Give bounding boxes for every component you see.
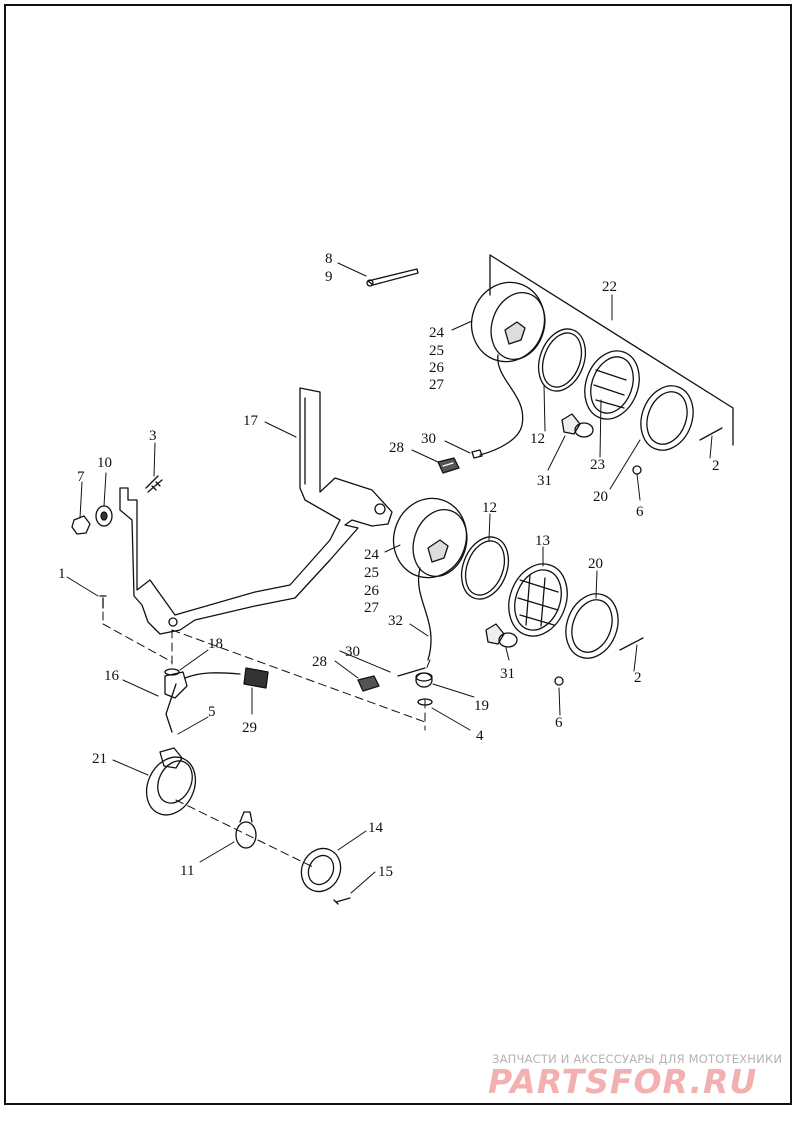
- upper-lamp-housing: [470, 281, 546, 459]
- callout-30: 30: [345, 644, 360, 660]
- upper-seal-ring: [537, 328, 587, 392]
- assembly-centerlines: [102, 611, 431, 869]
- upper-trim-ring: [640, 385, 694, 451]
- callout-24: 24: [364, 547, 380, 563]
- callout-2: 2: [712, 458, 720, 474]
- callout-10: 10: [97, 455, 112, 471]
- callout-5: 5: [208, 704, 216, 720]
- callout-31: 31: [500, 666, 515, 682]
- callout-30: 30: [421, 431, 436, 447]
- marker-lamp-connector: [243, 667, 269, 689]
- marker-lamp-socket: [164, 671, 241, 733]
- lower-seal-ring: [460, 536, 510, 600]
- callout-28: 28: [389, 440, 404, 456]
- callout-29: 29: [242, 720, 257, 736]
- callout-21: 21: [92, 751, 107, 767]
- drawing-frame: [4, 4, 792, 1105]
- marker-bulb: [235, 811, 257, 849]
- callout-28: 28: [312, 654, 327, 670]
- callout-13: 13: [535, 533, 550, 549]
- callout-17: 17: [243, 413, 259, 429]
- stud: [145, 475, 163, 493]
- callout-26: 26: [429, 360, 445, 376]
- marker-screw: [333, 897, 351, 905]
- callout-2: 2: [634, 670, 642, 686]
- callout-20: 20: [593, 489, 608, 505]
- spacer: [95, 505, 113, 527]
- grommet: [415, 672, 433, 688]
- mounting-bracket: [119, 387, 393, 635]
- watermark-tagline: ЗАПЧАСТИ И АКСЕССУАРЫ ДЛЯ МОТОТЕХНИКИ: [492, 1052, 783, 1066]
- callout-11: 11: [180, 863, 194, 879]
- callout-27: 27: [429, 377, 445, 393]
- marker-lamp-housing: [145, 747, 197, 816]
- bolt: [99, 595, 107, 609]
- callout-27: 27: [364, 600, 380, 616]
- marker-lens: [300, 847, 342, 893]
- lower-connector: [357, 675, 380, 692]
- lower-bulb: [485, 623, 518, 648]
- upper-lens: [584, 350, 640, 420]
- callout-24: 24: [429, 325, 445, 341]
- callout-31: 31: [537, 473, 552, 489]
- callout-25: 25: [429, 343, 444, 359]
- callout-labels: 8 9 22 24 25 26 27 17 3 28 30 12 2 10 7 …: [58, 251, 720, 880]
- callout-19: 19: [474, 698, 489, 714]
- callout-23: 23: [590, 457, 605, 473]
- watermark-logo: PARTSFOR.RU: [488, 1062, 758, 1101]
- callout-14: 14: [368, 820, 384, 836]
- lock-washer: [164, 668, 180, 676]
- callout-4: 4: [476, 728, 484, 744]
- callout-8: 8: [325, 251, 333, 267]
- lower-screw: [619, 637, 644, 651]
- lower-lamp-housing: [392, 497, 468, 661]
- lower-nut: [554, 676, 564, 686]
- callout-7: 7: [77, 469, 85, 485]
- callout-16: 16: [104, 668, 120, 684]
- leader-lines: [66, 262, 713, 894]
- callout-32: 32: [388, 613, 403, 629]
- callout-1: 1: [58, 566, 66, 582]
- cotter-pin: [366, 268, 419, 287]
- callout-9: 9: [325, 269, 333, 285]
- callout-12: 12: [530, 431, 545, 447]
- lower-trim-ring: [565, 593, 619, 659]
- callout-20: 20: [588, 556, 603, 572]
- callout-6: 6: [555, 715, 563, 731]
- upper-bulb: [561, 413, 594, 438]
- lower-sealed-beam: [508, 563, 568, 637]
- upper-nut: [632, 465, 642, 475]
- callout-12: 12: [482, 500, 497, 516]
- callout-6: 6: [636, 504, 644, 520]
- callout-15: 15: [378, 864, 393, 880]
- callout-18: 18: [208, 636, 223, 652]
- upper-connector: [437, 457, 460, 474]
- upper-screw: [699, 427, 723, 441]
- callout-25: 25: [364, 565, 379, 581]
- acorn-nut: [71, 515, 91, 535]
- callout-3: 3: [149, 428, 157, 444]
- callout-22: 22: [602, 279, 617, 295]
- callout-26: 26: [364, 583, 380, 599]
- lower-wire-terminal: [397, 667, 426, 677]
